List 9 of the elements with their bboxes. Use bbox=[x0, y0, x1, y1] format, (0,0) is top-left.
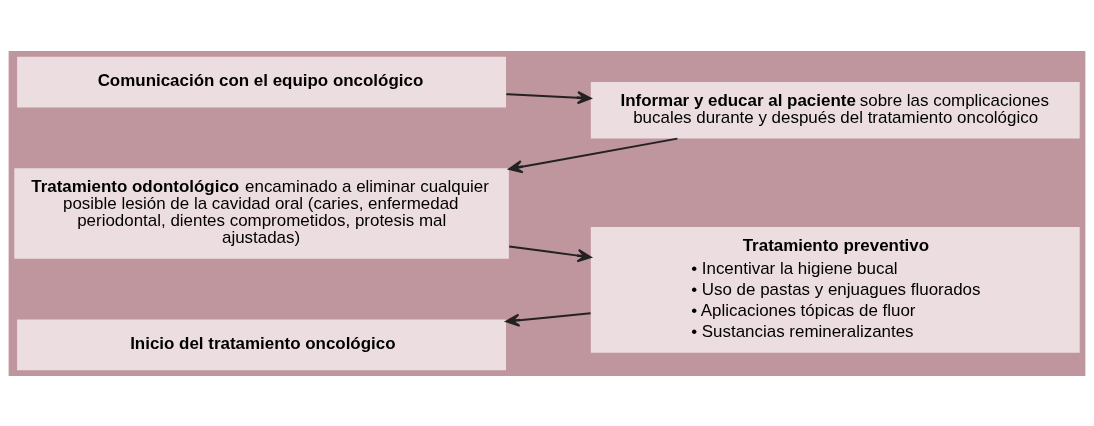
arrow bbox=[505, 90, 592, 104]
node-box: Comunicación con el equipo oncológico bbox=[17, 56, 506, 107]
arrow bbox=[508, 244, 592, 262]
node-box: Tratamiento preventivo • Incentivar la higiene bucal • Uso de pastas y enjuagues fluorados • Aplicaciones tópicas de fluor • Sustancias remineralizantes bbox=[590, 226, 1080, 353]
arrow bbox=[508, 137, 679, 173]
arrow bbox=[505, 311, 592, 327]
node-box: Inicio del tratamiento oncológico bbox=[17, 319, 506, 370]
node-box: Tratamiento odontológico encaminado a eliminar cualquier posible lesión de la cavidad oral (caries, enfermedad periodontal, dientes comprometidos, protesis mal ajustadas) bbox=[14, 167, 509, 259]
node-box: Informar y educar al paciente sobre las complicaciones bucales durante y después del tratamiento oncológico bbox=[590, 81, 1080, 139]
